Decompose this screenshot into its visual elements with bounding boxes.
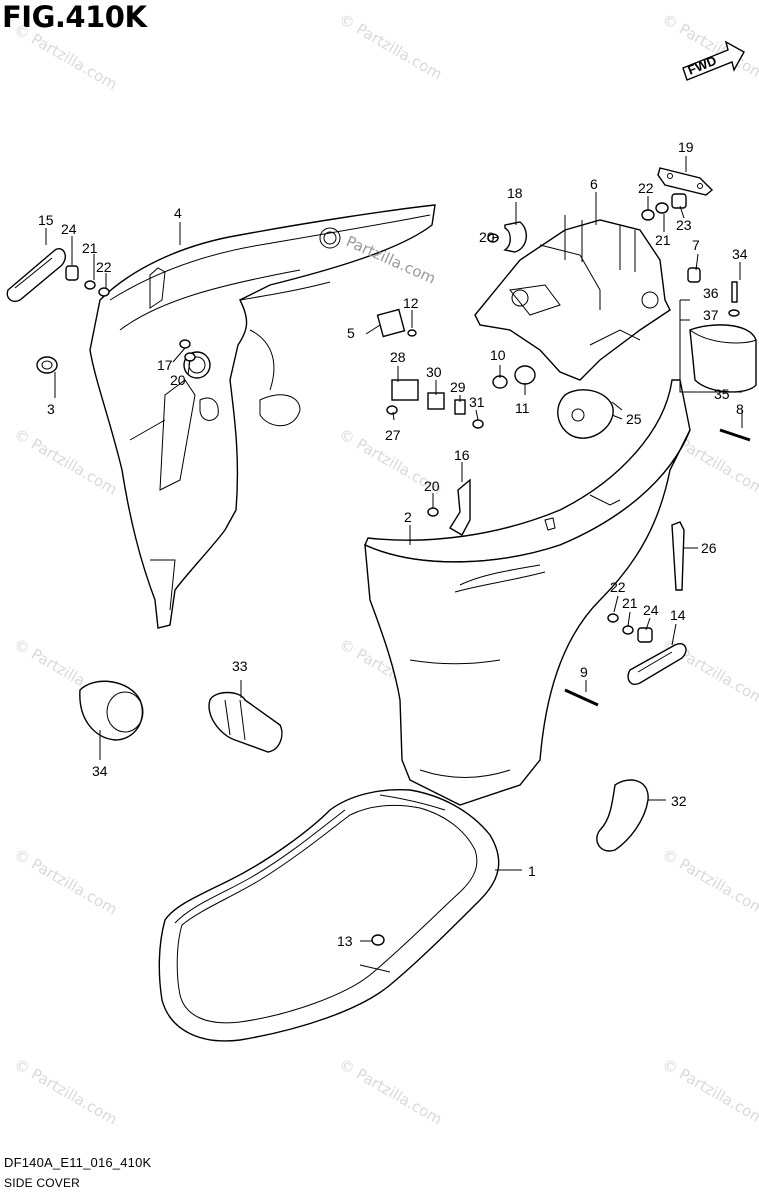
callout-16: 16 (454, 447, 470, 463)
callout-9: 9 (580, 664, 588, 680)
callout-22c: 22 (610, 579, 626, 595)
callout-1: 1 (528, 863, 536, 879)
callout-19: 19 (678, 139, 694, 155)
bracket-part (474, 215, 671, 381)
callout-31: 31 (469, 394, 485, 410)
callout-20a: 20 (170, 372, 186, 388)
callout-34b: 34 (732, 246, 748, 262)
leader-lines (45, 156, 743, 942)
callout-8: 8 (736, 401, 744, 417)
callout-21a: 21 (82, 240, 98, 256)
callout-6: 6 (590, 176, 598, 192)
callout-11: 11 (515, 400, 530, 416)
callout-2: 2 (404, 509, 412, 525)
callout-32: 32 (671, 793, 687, 809)
callout-37: 37 (703, 307, 719, 323)
callout-36: 36 (703, 285, 719, 301)
callout-24a: 24 (61, 221, 77, 237)
callout-30: 30 (426, 364, 442, 380)
callout-20c: 20 (424, 478, 440, 494)
callout-labels: 1 2 3 4 5 6 7 8 9 10 11 12 13 14 15 16 1… (38, 139, 748, 949)
grip-left-part (6, 248, 66, 302)
grip-right-part (627, 643, 687, 685)
callout-4: 4 (174, 205, 182, 221)
side-cover-seal-part (158, 788, 500, 1042)
right-side-cover-part (364, 379, 691, 806)
callout-28: 28 (390, 349, 406, 365)
callout-12: 12 (403, 295, 419, 311)
callout-23: 23 (676, 217, 692, 233)
callout-29: 29 (450, 379, 466, 395)
plate-part (657, 167, 714, 196)
callout-33: 33 (232, 658, 248, 674)
callout-17: 17 (157, 357, 173, 373)
small-hardware (36, 193, 757, 946)
callout-7: 7 (692, 237, 700, 253)
callout-22b: 22 (638, 180, 654, 196)
callout-22a: 22 (96, 259, 112, 275)
callout-3: 3 (47, 401, 55, 417)
callout-24b: 24 (643, 602, 659, 618)
fwd-arrow-icon: FWD (682, 40, 745, 81)
callout-20b: 20 (479, 229, 495, 245)
callout-34a: 34 (92, 763, 108, 779)
callout-26: 26 (701, 540, 717, 556)
clamp-part (503, 221, 527, 253)
callout-21c: 21 (622, 595, 638, 611)
figure-title: FIG.410K (2, 0, 147, 34)
callout-10: 10 (490, 347, 506, 363)
figure-name: SIDE COVER (4, 1176, 81, 1190)
callout-5: 5 (347, 325, 355, 341)
callout-35: 35 (714, 386, 730, 402)
callout-14: 14 (670, 607, 686, 623)
figure-code: DF140A_E11_016_410K (4, 1155, 152, 1170)
callout-18: 18 (507, 185, 523, 201)
callout-21b: 21 (655, 232, 671, 248)
callout-27: 27 (385, 427, 401, 443)
callout-15: 15 (38, 212, 54, 228)
callout-13: 13 (337, 933, 353, 949)
callout-25: 25 (626, 411, 642, 427)
